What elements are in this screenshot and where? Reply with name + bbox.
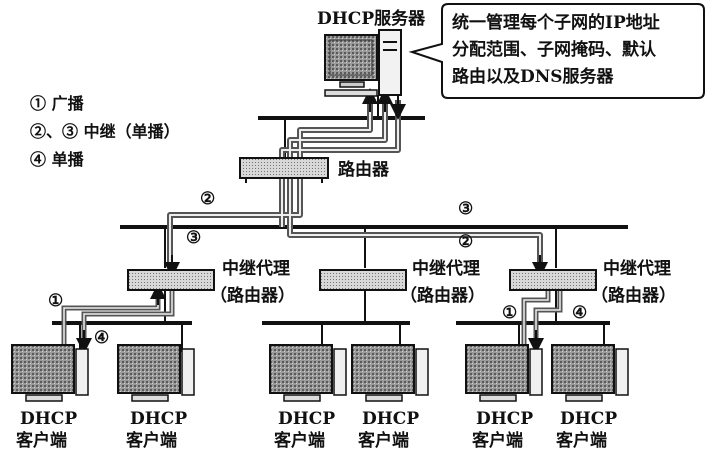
marker-two-right: ② xyxy=(458,232,473,252)
client-3-label-1: DHCP xyxy=(278,409,335,429)
callout-line-3: 路由以及DNS服务器 xyxy=(452,66,615,87)
relay-agent-left-label-2: （路由器） xyxy=(210,285,295,306)
server-computer xyxy=(325,30,401,96)
client-6-label-2: 客户端 xyxy=(555,430,607,451)
relay-agent-left-label-1: 中继代理 xyxy=(222,258,290,279)
relay-path-core xyxy=(170,100,540,268)
relay-agent-right-label-2: （路由器） xyxy=(591,285,676,306)
client-3-label-2: 客户端 xyxy=(273,430,325,451)
client-computer-4 xyxy=(352,345,428,401)
client-computers xyxy=(12,345,628,401)
callout-line-1: 统一管理每个子网的IP地址 xyxy=(452,12,660,33)
client-computer-2 xyxy=(118,345,194,401)
relay-agent-right-label-1: 中继代理 xyxy=(603,258,671,279)
client-1-label-1: DHCP xyxy=(20,409,77,429)
relay-path-shadow xyxy=(170,100,540,268)
relay-agent-middle-device xyxy=(320,270,406,290)
client-2-label-1: DHCP xyxy=(130,409,187,429)
client-computer-5 xyxy=(466,345,542,401)
legend-broadcast: ① 广播 xyxy=(30,94,85,113)
marker-two-top: ② xyxy=(200,189,215,209)
callout-line-2: 分配范围、子网掩码、默认 xyxy=(452,39,657,60)
client-computer-6 xyxy=(552,345,628,401)
marker-one-right: ① xyxy=(502,303,517,323)
right-subnet-paths xyxy=(524,290,560,350)
client-2-label-2: 客户端 xyxy=(125,430,177,451)
server-arrows xyxy=(370,96,398,112)
server-label: DHCP服务器 xyxy=(317,8,426,29)
relay-agent-left-device xyxy=(128,270,214,290)
client-1-label-2: 客户端 xyxy=(15,430,67,451)
marker-four-left: ④ xyxy=(94,328,109,348)
client-6-label-1: DHCP xyxy=(560,409,617,429)
marker-three-left: ③ xyxy=(186,228,201,248)
client-computer-1 xyxy=(12,345,88,401)
client-5-label-2: 客户端 xyxy=(471,430,523,451)
marker-three-top: ③ xyxy=(458,199,473,219)
client-4-label-2: 客户端 xyxy=(357,430,409,451)
client-computer-3 xyxy=(270,345,346,401)
client-labels: DHCP 客户端 DHCP 客户端 DHCP 客户端 DHCP 客户端 DHCP… xyxy=(15,409,617,451)
legend-relay: ②、③ 中继（单播） xyxy=(30,122,180,141)
router-label: 路由器 xyxy=(338,159,390,180)
legend-unicast: ④ 单播 xyxy=(30,150,85,169)
relay-agent-middle-label-1: 中继代理 xyxy=(412,258,480,279)
marker-one-left: ① xyxy=(48,291,63,311)
client-5-label-1: DHCP xyxy=(476,409,533,429)
relay-agent-middle-label-2: （路由器） xyxy=(400,285,485,306)
marker-four-right: ④ xyxy=(572,303,587,323)
relay-agent-right-device xyxy=(510,270,596,290)
client-4-label-1: DHCP xyxy=(362,409,419,429)
